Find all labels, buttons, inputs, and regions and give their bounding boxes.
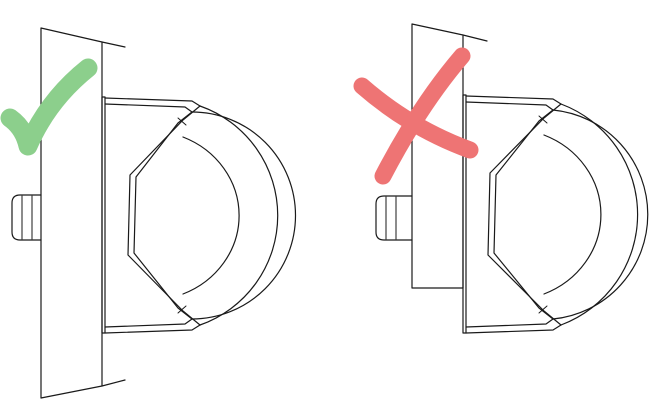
wall-edge-top [101, 41, 126, 48]
clamp-bracket [101, 96, 297, 334]
wall-edge-bottom [101, 379, 126, 387]
cross-icon [353, 47, 479, 185]
wall-edge-top [462, 34, 488, 42]
panel-incorrect [353, 23, 649, 334]
clamp-bracket [462, 94, 649, 334]
bolt-head [11, 194, 42, 241]
bolt-head [375, 195, 413, 241]
checkmark-icon [0, 58, 98, 156]
panel-correct [0, 27, 297, 399]
